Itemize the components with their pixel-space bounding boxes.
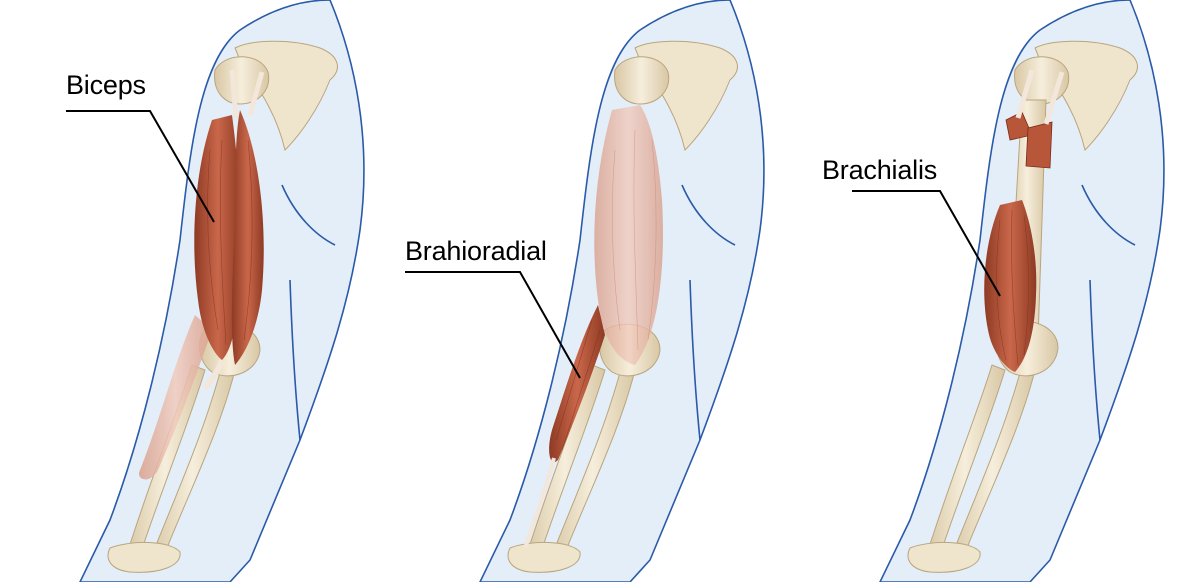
cut-muscle-stump bbox=[1025, 121, 1053, 169]
torso-contour bbox=[689, 279, 701, 441]
brachialis-label: Brachialis bbox=[822, 155, 938, 185]
torso-contour bbox=[281, 184, 336, 246]
brachioradialis-tendon bbox=[523, 457, 556, 549]
arm-figure-brachialis bbox=[879, 0, 1165, 582]
biceps-tendon bbox=[229, 69, 265, 119]
wrist-bones bbox=[507, 541, 581, 573]
biceps-label: Biceps bbox=[66, 70, 146, 100]
wrist-bones bbox=[107, 541, 181, 573]
tendon bbox=[1015, 69, 1065, 125]
torso-contour bbox=[1081, 184, 1136, 246]
arm-figure-biceps bbox=[79, 0, 365, 582]
forearm-muscle bbox=[139, 315, 212, 480]
wrist-bones bbox=[907, 541, 981, 573]
biceps-muscle bbox=[231, 110, 264, 365]
brachioradialis-muscle bbox=[549, 305, 605, 463]
torso-contour bbox=[1089, 279, 1101, 441]
arm-figure-brahioradial bbox=[479, 0, 765, 582]
torso-contour bbox=[289, 279, 301, 441]
humerus-head bbox=[614, 56, 670, 105]
biceps-tendon bbox=[202, 358, 225, 390]
brahioradial-label: Brahioradial bbox=[405, 236, 547, 266]
torso-contour bbox=[681, 184, 736, 246]
upper-arm-muscle-faint bbox=[594, 105, 663, 365]
